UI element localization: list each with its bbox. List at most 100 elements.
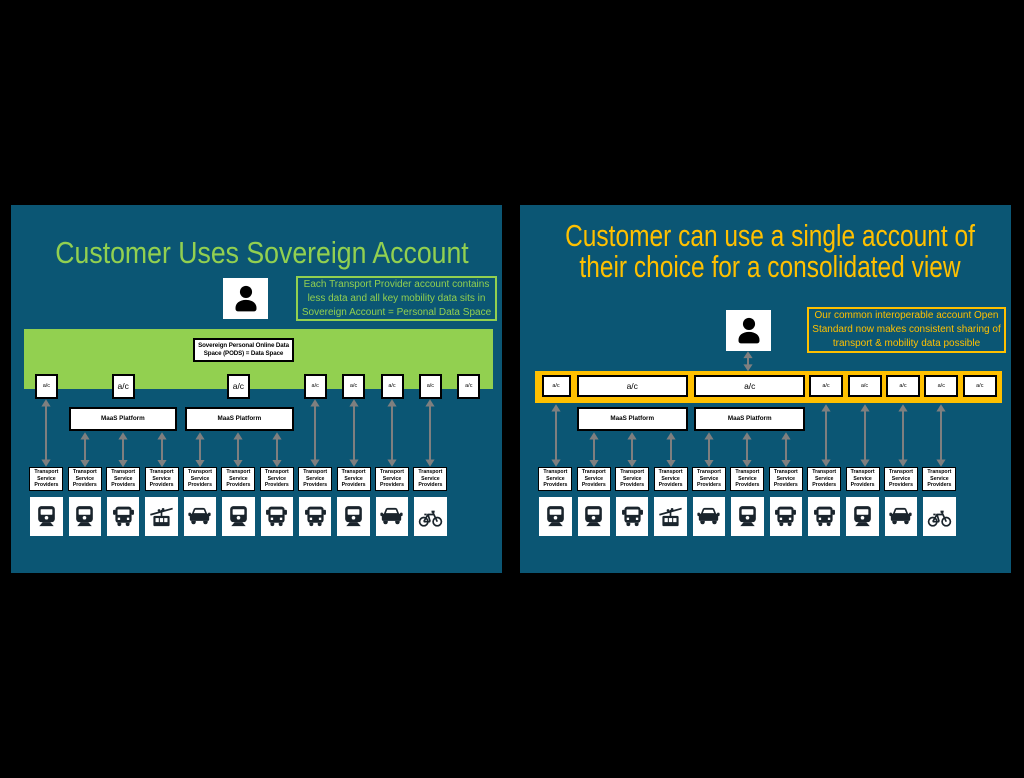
person-icon bbox=[235, 285, 256, 311]
bus-icon bbox=[112, 506, 134, 526]
connector-arrow bbox=[589, 431, 599, 468]
text-line: Standard now makes consistent sharing of bbox=[812, 324, 1001, 335]
car-icon bbox=[697, 507, 721, 525]
account-box: a/c bbox=[457, 374, 481, 399]
transport-mode-box bbox=[731, 497, 764, 536]
text-line: less data and all key mobility data sits… bbox=[307, 292, 486, 304]
tsp-label: Transport Service Providers bbox=[72, 468, 97, 489]
connector-arrow bbox=[233, 431, 243, 468]
tsp-box: Transport Service Providers bbox=[730, 467, 765, 491]
maas-platform-box: MaaS Platform bbox=[694, 407, 806, 431]
maas-platform-box: MaaS Platform bbox=[185, 407, 294, 431]
tram-icon bbox=[547, 505, 564, 526]
tsp-label: Transport Service Providers bbox=[34, 468, 59, 489]
transport-mode-box bbox=[106, 497, 140, 536]
transport-mode-box bbox=[846, 497, 879, 536]
car-icon bbox=[889, 507, 913, 525]
left-panel-title: Customer Uses Sovereign Account bbox=[54, 234, 469, 270]
tsp-box: Transport Service Providers bbox=[144, 467, 179, 491]
bus-icon bbox=[621, 506, 643, 526]
tsp-box: Transport Service Providers bbox=[183, 467, 217, 491]
account-box: a/c bbox=[576, 375, 688, 398]
account-box: a/c bbox=[303, 374, 327, 399]
connector-arrow bbox=[41, 399, 51, 467]
tsp-box: Transport Service Providers bbox=[106, 467, 141, 491]
car-icon bbox=[380, 507, 404, 525]
tsp-label: Transport Service Providers bbox=[581, 468, 606, 489]
transport-mode-box bbox=[692, 497, 726, 536]
tsp-label: Transport Service Providers bbox=[264, 468, 289, 489]
tsp-box: Transport Service Providers bbox=[845, 467, 880, 491]
transport-mode-box bbox=[884, 497, 918, 536]
transport-mode-box bbox=[769, 497, 803, 536]
account-label: a/c bbox=[626, 381, 638, 392]
account-box: a/c bbox=[962, 375, 997, 398]
tsp-label: Transport Service Providers bbox=[773, 468, 798, 489]
transport-mode-box bbox=[414, 497, 447, 536]
tsp-box: Transport Service Providers bbox=[259, 467, 294, 491]
connector-arrow bbox=[742, 431, 752, 468]
transport-mode-box bbox=[539, 497, 572, 536]
tsp-box: Transport Service Providers bbox=[336, 467, 371, 491]
tsp-box: Transport Service Providers bbox=[922, 467, 957, 491]
tsp-label: Transport Service Providers bbox=[149, 468, 174, 489]
tsp-box: Transport Service Providers bbox=[538, 467, 573, 491]
text-line: Sovereign Personal Online Data bbox=[198, 342, 289, 350]
tram-icon bbox=[38, 505, 55, 526]
panel-sovereign-account: Customer Uses Sovereign Account Each Tra… bbox=[11, 205, 502, 573]
bus-icon bbox=[304, 506, 326, 526]
tram-icon bbox=[345, 505, 362, 526]
transport-mode-box bbox=[375, 497, 409, 536]
tsp-box: Transport Service Providers bbox=[298, 467, 333, 491]
account-label: a/c bbox=[937, 383, 945, 390]
tsp-label: Transport Service Providers bbox=[226, 468, 251, 489]
account-label: a/c bbox=[311, 383, 319, 390]
account-label: a/c bbox=[860, 383, 869, 390]
connector-arrow bbox=[781, 431, 791, 468]
account-label: a/c bbox=[899, 383, 907, 390]
tsp-label: Transport Service Providers bbox=[620, 468, 645, 489]
account-box: a/c bbox=[226, 374, 250, 399]
transport-mode-box bbox=[183, 497, 217, 536]
sovereign-annotation: Each Transport Provider account contains… bbox=[296, 276, 497, 321]
customer-person-box bbox=[726, 310, 771, 351]
tsp-box: Transport Service Providers bbox=[768, 467, 803, 491]
connector-arrow bbox=[898, 404, 908, 467]
tsp-label: Transport Service Providers bbox=[341, 468, 366, 489]
tsp-label: Transport Service Providers bbox=[543, 468, 568, 489]
connector-arrow bbox=[425, 399, 435, 467]
transport-mode-box bbox=[577, 497, 611, 536]
transport-mode-box bbox=[260, 497, 294, 536]
tsp-label: Transport Service Providers bbox=[850, 468, 875, 489]
tsp-label: Transport Service Providers bbox=[812, 468, 837, 489]
account-label: a/c bbox=[744, 381, 756, 392]
customer-person-box bbox=[223, 278, 268, 319]
account-box: a/c bbox=[694, 375, 806, 398]
connector-arrow bbox=[627, 431, 637, 468]
tsp-box: Transport Service Providers bbox=[29, 467, 64, 491]
transport-mode-box bbox=[807, 497, 841, 536]
tram-icon bbox=[585, 505, 603, 526]
tsp-box: Transport Service Providers bbox=[375, 467, 409, 491]
account-label: a/c bbox=[42, 383, 51, 390]
connector-arrow bbox=[80, 431, 90, 468]
connector-arrow bbox=[156, 431, 167, 468]
cablecar-icon bbox=[659, 507, 682, 526]
bus-icon bbox=[813, 506, 835, 526]
transport-mode-box bbox=[30, 497, 63, 536]
text-line: transport & mobility data possible bbox=[832, 338, 981, 349]
bus-icon bbox=[266, 506, 288, 526]
account-label: a/c bbox=[552, 383, 560, 390]
account-box: a/c bbox=[418, 374, 442, 399]
tsp-box: Transport Service Providers bbox=[807, 467, 842, 491]
connector-arrow bbox=[665, 431, 676, 468]
connector-arrow bbox=[348, 399, 359, 467]
text-line: their choice for a consolidated view bbox=[578, 249, 961, 285]
connector-arrow bbox=[272, 431, 282, 468]
connector-arrow bbox=[551, 404, 561, 467]
tsp-box: Transport Service Providers bbox=[576, 467, 611, 491]
